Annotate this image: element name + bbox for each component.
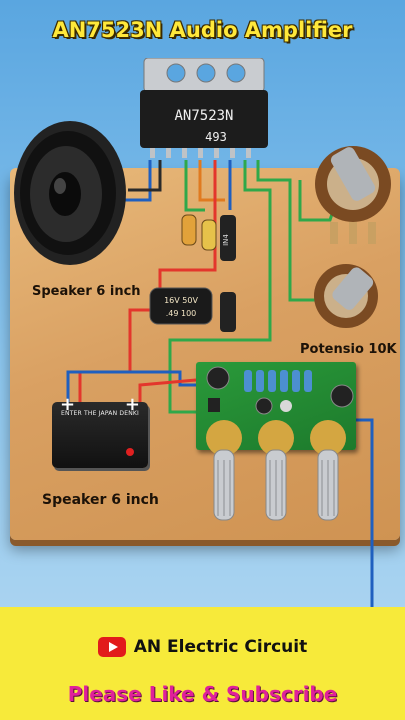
ic-chip <box>140 58 268 158</box>
capacitor-label-top: 16V 50V <box>164 296 198 305</box>
tone-knobs <box>206 420 346 521</box>
wiring: IN4 16V 50V .49 100 <box>66 160 374 607</box>
battery: + + ENTER THE JAPAN DENKI <box>52 394 148 468</box>
video-title: AN7523N Audio Amplifier <box>52 18 353 42</box>
potentiometer-top-icon <box>315 146 391 244</box>
ic-part-number: AN7523N <box>174 108 234 124</box>
svg-text:IN4: IN4 <box>222 234 230 246</box>
footer-banner: AN Electric Circuit Please Like & Subscr… <box>0 607 405 720</box>
battery-plus-right: + <box>124 394 140 415</box>
channel-row[interactable]: AN Electric Circuit <box>0 637 405 657</box>
battery-plus-left: + <box>60 394 76 415</box>
speaker-label-bottom: Speaker 6 inch <box>42 492 159 508</box>
battery-led-icon <box>126 448 134 456</box>
potentiometer-bottom-icon <box>314 264 378 328</box>
battery-text: ENTER THE JAPAN DENKI <box>61 410 139 417</box>
product-illustration: AN7523N Audio Amplifier IN4 16V 50V .49 … <box>0 0 405 607</box>
speaker-label-top: Speaker 6 inch <box>32 284 141 299</box>
channel-name[interactable]: AN Electric Circuit <box>133 637 308 657</box>
ic-code: 493 <box>205 130 227 144</box>
subscribe-cta[interactable]: Please Like & Subscribe <box>67 682 338 706</box>
potensio-label: Potensio 10K <box>300 342 397 357</box>
capacitor-label-bottom: .49 100 <box>166 309 197 318</box>
speaker-icon <box>14 121 126 265</box>
youtube-icon <box>97 637 126 657</box>
